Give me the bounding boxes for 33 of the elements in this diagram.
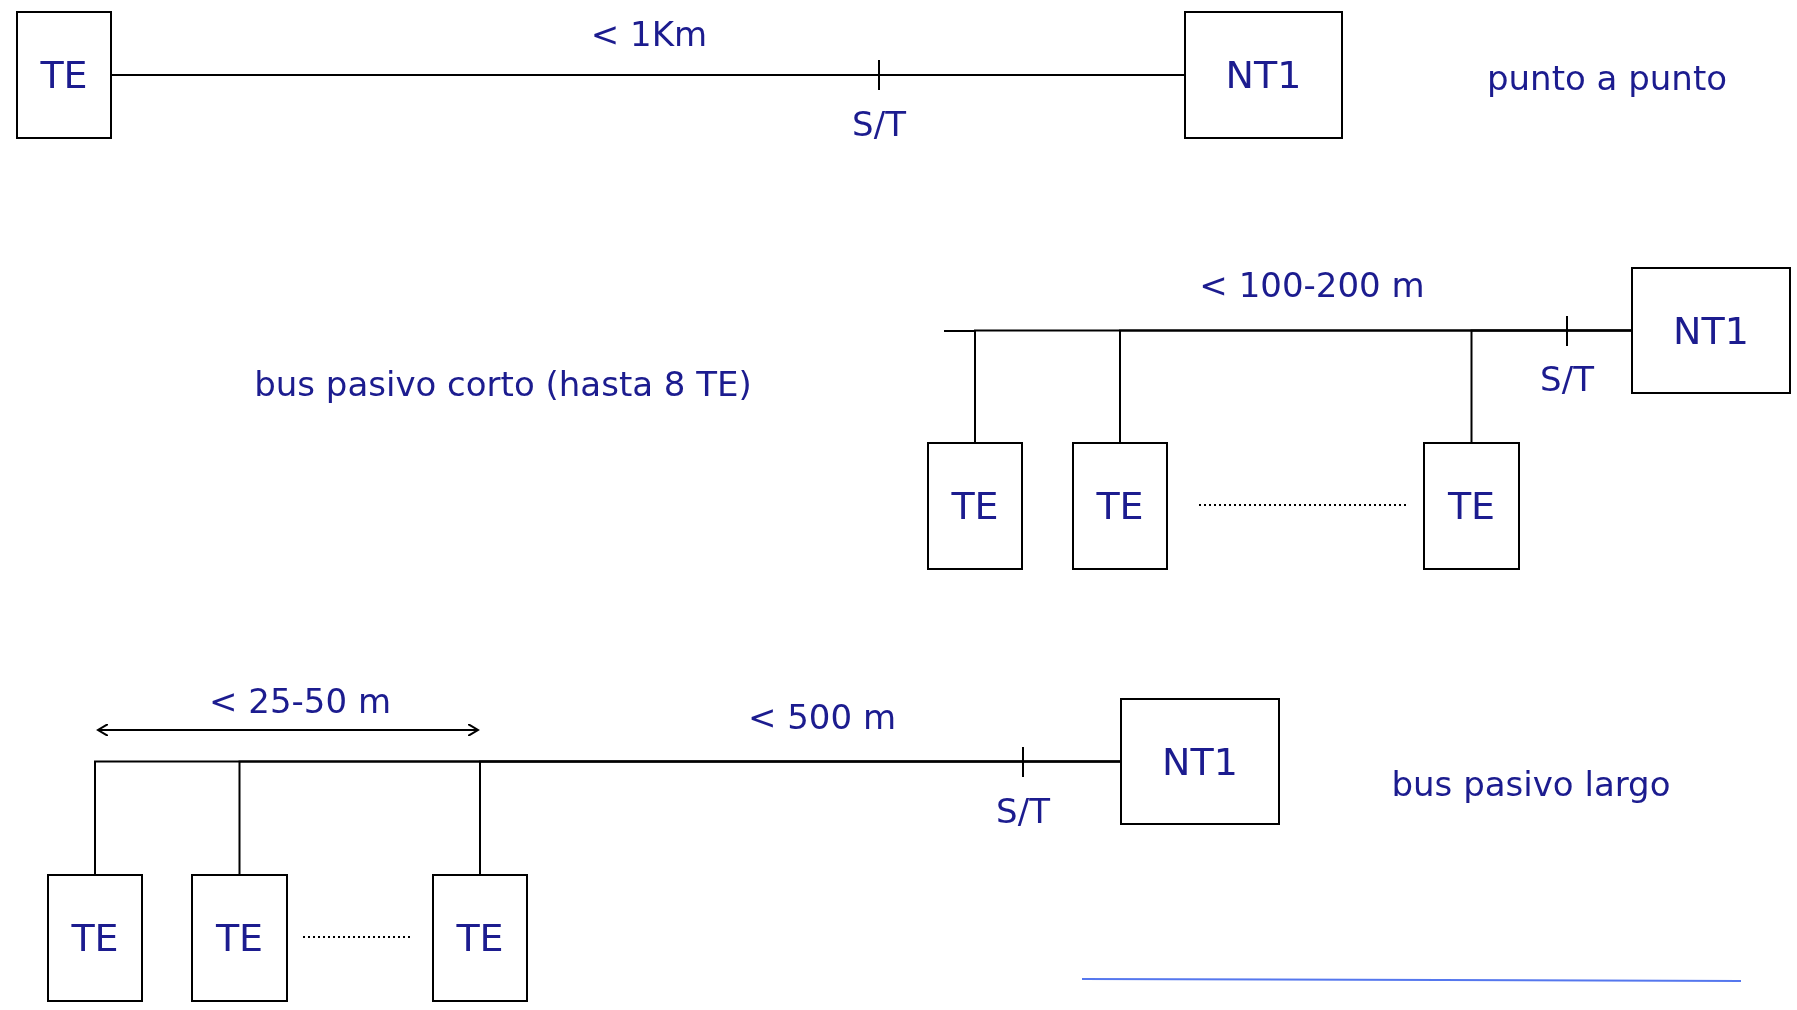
device-label: TE <box>40 56 88 94</box>
device-box <box>1631 267 1791 394</box>
connector-line <box>1470 329 1632 443</box>
device-label: NT1 <box>1162 742 1238 781</box>
device-box <box>16 11 112 139</box>
text-label: bus pasivo corto (hasta 8 TE) <box>254 367 752 401</box>
device-box <box>927 442 1023 570</box>
device-label: TE <box>1447 487 1496 525</box>
device-box <box>47 874 143 1002</box>
device-box <box>191 874 288 1002</box>
device-box <box>1423 442 1520 570</box>
text-label: < 100-200 m <box>1199 268 1425 302</box>
device-box <box>1184 11 1343 139</box>
connector-line <box>479 760 1121 875</box>
text-label: bus pasivo largo <box>1391 767 1671 801</box>
text-label: punto a punto <box>1486 61 1728 95</box>
device-label: TE <box>456 919 504 957</box>
device-label: NT1 <box>1225 56 1302 94</box>
device-box <box>1120 698 1280 825</box>
text-label: S/T <box>996 794 1050 828</box>
text-label: < 1Km <box>590 17 708 51</box>
device-label: TE <box>71 919 119 957</box>
connector-line <box>111 74 1185 76</box>
device-label: TE <box>951 487 999 525</box>
device-box <box>1072 442 1168 570</box>
text-label: S/T <box>852 107 906 141</box>
text-label: < 500 m <box>747 700 897 734</box>
text-label: S/T <box>1540 362 1594 396</box>
device-box <box>432 874 528 1002</box>
text-label: < 25-50 m <box>209 684 391 718</box>
device-label: TE <box>1096 487 1144 525</box>
device-label: TE <box>215 919 264 957</box>
device-label: NT1 <box>1673 311 1749 350</box>
